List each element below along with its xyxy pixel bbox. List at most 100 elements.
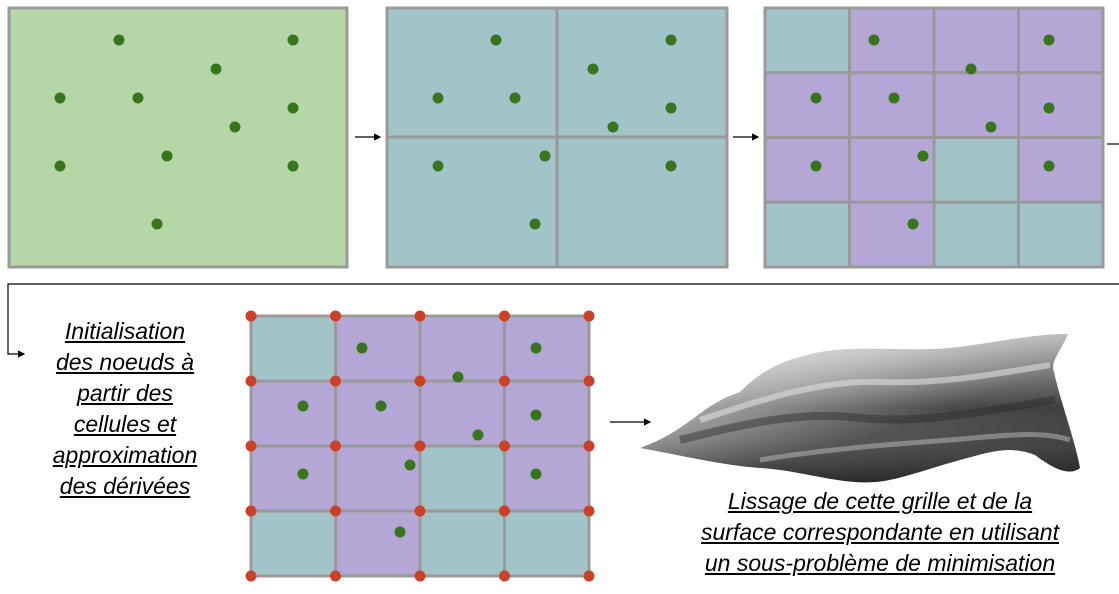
- data-point: [810, 92, 822, 104]
- data-point: [888, 92, 900, 104]
- data-point: [356, 342, 368, 354]
- data-point: [54, 160, 66, 172]
- data-point: [907, 218, 919, 230]
- data-point: [917, 150, 929, 162]
- data-point: [210, 63, 222, 75]
- panel-3-points: [810, 34, 1055, 230]
- data-point: [452, 371, 464, 383]
- data-point: [54, 92, 66, 104]
- data-point: [530, 409, 542, 421]
- wrap-connector: [7, 143, 1119, 358]
- data-point: [490, 34, 502, 46]
- grid-node: [330, 375, 341, 387]
- data-point: [394, 526, 406, 538]
- grid-cell-purple: [848, 200, 936, 269]
- grid-node: [414, 440, 426, 452]
- smoothed-surface-3d-icon: [640, 334, 1080, 483]
- data-point: [297, 468, 309, 480]
- panel-4-points: [297, 342, 542, 538]
- grid-node: [583, 375, 595, 387]
- data-point: [472, 429, 484, 441]
- grid-cell-purple: [249, 444, 337, 513]
- grid-node: [499, 570, 510, 582]
- data-point: [287, 34, 299, 46]
- caption-line: Lissage de cette grille et de la: [727, 488, 1033, 514]
- grid-node: [245, 375, 257, 387]
- caption-line: des dérivées: [59, 473, 191, 499]
- data-point: [529, 218, 541, 230]
- caption-line: partir des: [77, 380, 173, 406]
- grid-cell-purple: [763, 136, 851, 204]
- caption-line: un sous-problème de minimisation: [704, 550, 1056, 576]
- data-point: [539, 150, 551, 162]
- grid-cell-teal: [932, 136, 1020, 204]
- grid-cell-teal: [763, 6, 851, 75]
- panel-first-subdivision: [385, 6, 729, 269]
- grid-cell-purple: [418, 314, 506, 383]
- grid-cell-purple: [334, 314, 422, 383]
- grid-node: [583, 570, 595, 582]
- grid-cell-purple: [932, 71, 1020, 139]
- grid-cell-teal: [418, 444, 506, 513]
- grid-cell-purple: [1017, 71, 1105, 139]
- grid-node: [414, 375, 426, 387]
- grid-node: [499, 375, 510, 387]
- grid-cell-purple: [503, 444, 591, 513]
- grid-cell-purple: [932, 6, 1020, 75]
- panel-2-cell: [555, 135, 729, 269]
- grid-node: [499, 310, 510, 322]
- grid-cell-purple: [1017, 136, 1105, 204]
- panel-1-background: [7, 6, 349, 269]
- data-point: [287, 102, 299, 114]
- data-point: [665, 160, 677, 172]
- data-point: [1043, 34, 1055, 46]
- data-point: [1043, 160, 1055, 172]
- data-point: [229, 121, 241, 133]
- grid-node: [414, 310, 426, 322]
- caption-line: surface correspondante en utilisant: [701, 519, 1059, 545]
- caption-line: des noeuds à: [55, 349, 195, 375]
- grid-node: [414, 505, 426, 517]
- grid-cell-teal: [932, 200, 1020, 269]
- data-point: [113, 34, 125, 46]
- data-point: [1043, 102, 1055, 114]
- data-point: [868, 34, 880, 46]
- data-point: [161, 150, 173, 162]
- grid-node: [245, 570, 257, 582]
- data-point: [587, 63, 599, 75]
- grid-cell-teal: [249, 509, 337, 578]
- grid-cell-purple: [334, 379, 422, 448]
- grid-cell-teal: [418, 509, 506, 578]
- grid-node: [414, 570, 426, 582]
- data-point: [810, 160, 822, 172]
- data-point: [985, 121, 997, 133]
- grid-cell-purple: [503, 379, 591, 448]
- panel-4-nodes: [245, 310, 595, 582]
- data-point: [665, 102, 677, 114]
- grid-cell-purple: [249, 379, 337, 448]
- grid-cell-teal: [763, 200, 851, 269]
- grid-cell-purple: [503, 314, 591, 383]
- panel-2-cell: [385, 135, 559, 269]
- data-point: [432, 92, 444, 104]
- grid-cell-purple: [1017, 6, 1105, 75]
- grid-cell-purple: [848, 6, 936, 75]
- grid-cell-purple: [763, 71, 851, 139]
- grid-cell-teal: [249, 314, 337, 383]
- caption-smoothing: Lissage de cette grille et de la surface…: [630, 486, 1119, 579]
- grid-node: [330, 310, 341, 322]
- data-point: [151, 218, 163, 230]
- grid-node: [499, 505, 510, 517]
- data-point: [530, 342, 542, 354]
- panel-grid-with-nodes: [249, 314, 591, 578]
- grid-cell-teal: [503, 509, 591, 578]
- grid-node: [330, 570, 341, 582]
- caption-line: approximation: [52, 442, 198, 468]
- grid-node: [583, 440, 595, 452]
- data-point: [132, 92, 144, 104]
- caption-initialization: Initialisation des noeuds à partir des c…: [12, 316, 238, 502]
- grid-node: [245, 310, 257, 322]
- data-point: [404, 459, 416, 471]
- grid-node: [245, 505, 257, 517]
- grid-cell-purple: [334, 509, 422, 578]
